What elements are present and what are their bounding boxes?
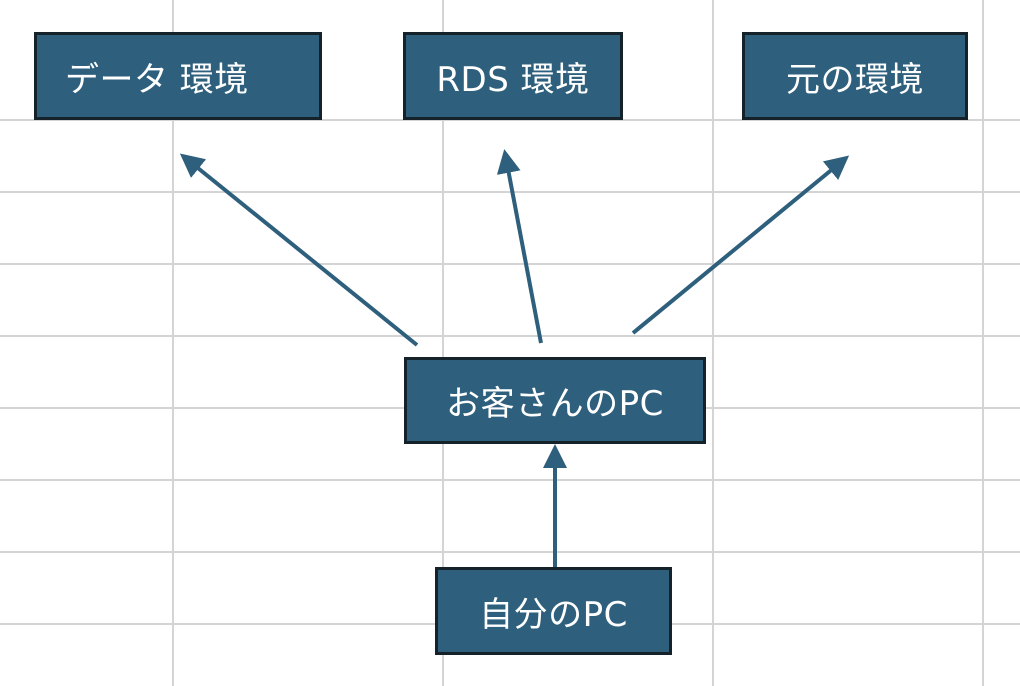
- node-label: RDS 環境: [436, 59, 590, 100]
- node-data-environment: データ 環境: [34, 32, 322, 120]
- node-original-environment: 元の環境: [742, 32, 968, 120]
- node-client-pc: お客さんのPC: [404, 357, 706, 444]
- node-label: 自分のPC: [479, 594, 628, 635]
- node-label: お客さんのPC: [446, 384, 664, 424]
- node-my-pc: 自分のPC: [435, 567, 672, 655]
- node-label: 元の環境: [786, 59, 924, 100]
- node-rds-environment: RDS 環境: [403, 32, 623, 120]
- node-label: データ 環境: [65, 59, 249, 100]
